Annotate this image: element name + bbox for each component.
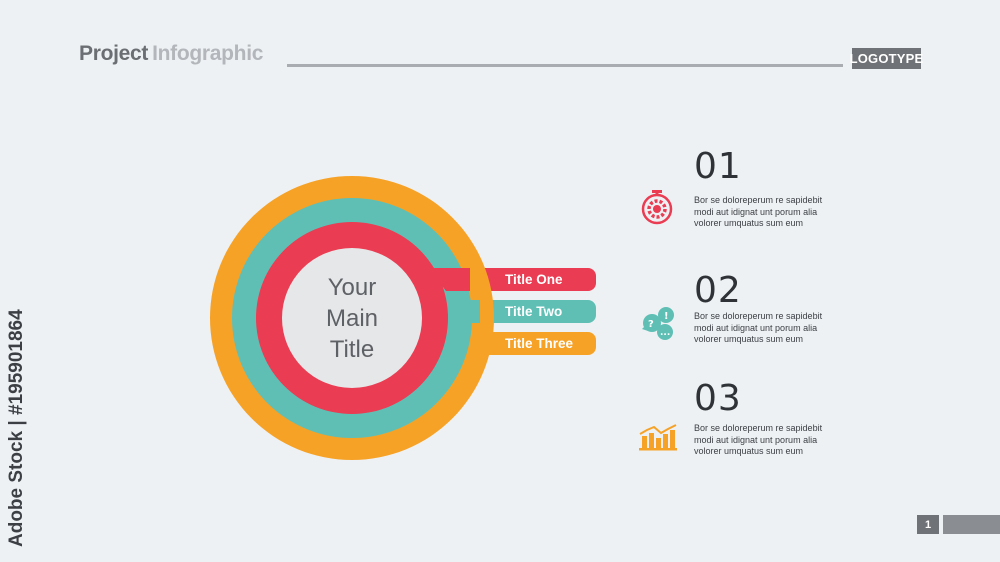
main-title: Your Main Title	[325, 274, 379, 363]
connector-two	[462, 300, 480, 323]
tab-label-one: Title One	[505, 272, 563, 287]
title-secondary: Infographic	[152, 42, 264, 65]
title-primary: Project	[79, 42, 149, 65]
item-number-02: 02	[694, 270, 742, 311]
connector-one	[430, 268, 470, 291]
item-description-01: Bor se doloreperum re sapidebit modi aut…	[694, 195, 823, 228]
item-number-03: 03	[694, 378, 742, 419]
item-description-03: Bor se doloreperum re sapidebit modi aut…	[694, 423, 823, 456]
connector-three	[485, 332, 495, 355]
page-number: 1	[917, 515, 939, 534]
stopwatch-gear-icon	[641, 190, 673, 225]
speech-bubbles-icon: ! ? ...	[642, 307, 674, 340]
item-number-01: 01	[694, 146, 742, 187]
svg-text:!: !	[664, 311, 669, 322]
bar-chart-icon	[639, 424, 677, 451]
item-description-02: Bor se doloreperum re sapidebit modi aut…	[694, 311, 823, 344]
svg-text:...: ...	[660, 328, 670, 338]
tab-label-three: Title Three	[505, 336, 574, 351]
header-divider	[287, 64, 843, 67]
page-bar	[943, 515, 1000, 534]
center-circle	[282, 248, 422, 388]
svg-text:?: ?	[648, 319, 654, 330]
tab-label-two: Title Two	[505, 304, 563, 319]
logotype-badge: LOGOTYPE	[850, 48, 923, 69]
